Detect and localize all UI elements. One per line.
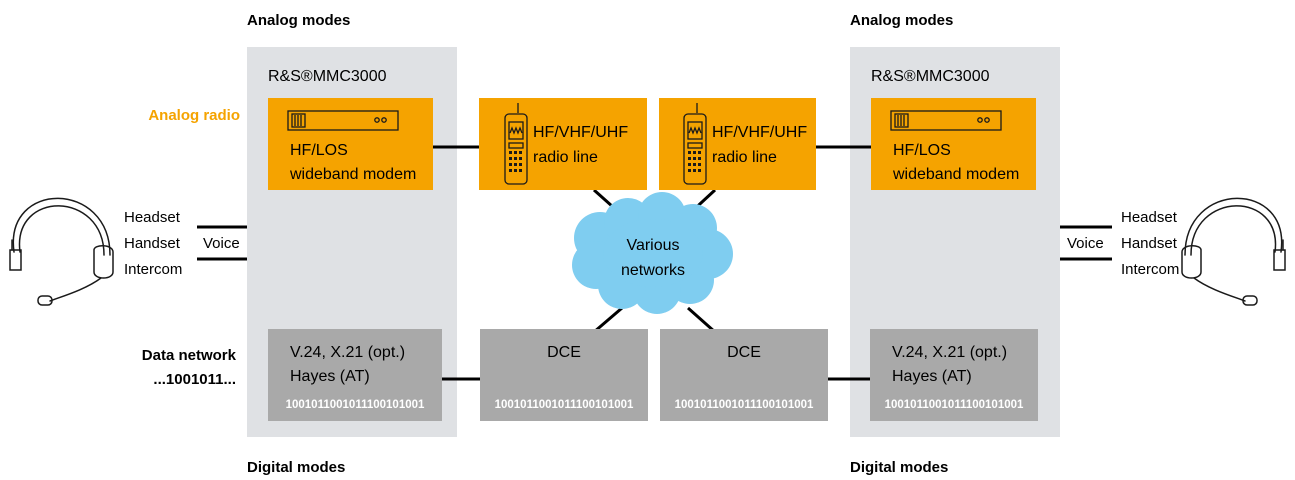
- cloud-label-line2: networks: [621, 262, 685, 279]
- voice-right-headset: Headset: [1121, 209, 1178, 226]
- voice-right-voice: Voice: [1067, 235, 1104, 252]
- dce-left-label: DCE: [547, 344, 581, 361]
- rack-modem-icon: [890, 110, 1002, 131]
- right-digital-line2: Hayes (AT): [892, 368, 972, 385]
- analog-modes-left-label: Analog modes: [247, 12, 350, 29]
- various-networks-cloud: Various networks: [572, 192, 733, 314]
- left-digital-line1: V.24, X.21 (opt.): [290, 344, 405, 361]
- right-modem-box: [871, 98, 1036, 190]
- right-modem-label-line1: HF/LOS: [893, 142, 951, 159]
- dce-right-bits: 1001011001011100101001: [675, 399, 814, 411]
- right-modem-label-line2: wideband modem: [892, 166, 1019, 183]
- left-unit-title: R&S®MMC3000: [268, 68, 387, 85]
- voice-left-headset: Headset: [124, 209, 181, 226]
- digital-modes-left-label: Digital modes: [247, 459, 345, 476]
- left-digital-bits: 1001011001011100101001: [286, 399, 425, 411]
- cloud-label-line1: Various: [626, 237, 679, 254]
- radio-box-right: [659, 98, 816, 190]
- radio-right-label-line1: HF/VHF/UHF: [712, 124, 807, 141]
- radio-right-label-line2: radio line: [712, 149, 777, 166]
- radio-left-label-line2: radio line: [533, 149, 598, 166]
- headset-icon: [1181, 197, 1286, 306]
- link-cloud-dce-left: [593, 306, 623, 334]
- dce-left-bits: 1001011001011100101001: [495, 399, 634, 411]
- voice-left-handset: Handset: [124, 235, 181, 252]
- right-digital-box: [870, 329, 1038, 421]
- voice-right-intercom: Intercom: [1121, 261, 1179, 278]
- data-network-label: Data network: [142, 347, 237, 364]
- dce-right-label: DCE: [727, 344, 761, 361]
- voice-left-voice: Voice: [203, 235, 240, 252]
- analog-modes-right-label: Analog modes: [850, 12, 953, 29]
- handheld-radio-icon: [504, 103, 528, 185]
- right-digital-line1: V.24, X.21 (opt.): [892, 344, 1007, 361]
- voice-left-intercom: Intercom: [124, 261, 182, 278]
- voice-right-handset: Handset: [1121, 235, 1178, 252]
- dce-box-left: [480, 329, 648, 421]
- left-digital-line2: Hayes (AT): [290, 368, 370, 385]
- digital-modes-right-label: Digital modes: [850, 459, 948, 476]
- radio-box-left: [479, 98, 647, 190]
- right-digital-bits: 1001011001011100101001: [885, 399, 1024, 411]
- dce-box-right: [660, 329, 828, 421]
- left-digital-box: [268, 329, 442, 421]
- headset-icon: [9, 197, 114, 306]
- analog-radio-label: Analog radio: [148, 107, 240, 124]
- left-modem-label-line1: HF/LOS: [290, 142, 348, 159]
- left-modem-label-line2: wideband modem: [289, 166, 416, 183]
- data-network-bits-label: ...1001011...: [153, 371, 236, 388]
- left-modem-box: [268, 98, 433, 190]
- handheld-radio-icon: [683, 103, 707, 185]
- rack-modem-icon: [287, 110, 399, 131]
- link-cloud-dce-right: [687, 306, 716, 334]
- right-unit-title: R&S®MMC3000: [871, 68, 990, 85]
- radio-left-label-line1: HF/VHF/UHF: [533, 124, 628, 141]
